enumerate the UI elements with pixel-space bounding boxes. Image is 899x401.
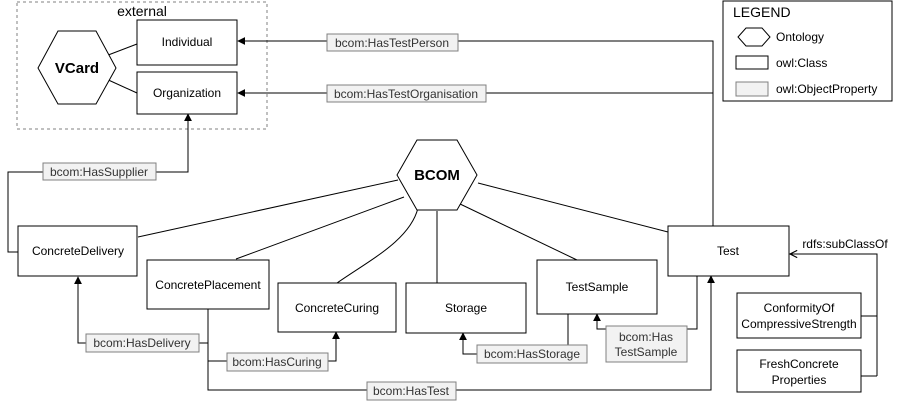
test-class-node[interactable] — [667, 225, 790, 277]
hastestorganisation-label: bcom:HasTestOrganisation — [334, 87, 478, 101]
edge-bcom-concretedelivery — [137, 179, 399, 238]
freshconcrete-label-line2: Properties — [772, 373, 827, 387]
edge-subclassof — [790, 254, 878, 376]
edge-bcom-testsample — [457, 202, 578, 261]
bcom-ontology-node[interactable] — [396, 139, 478, 211]
vcard-ontology-node[interactable] — [37, 30, 117, 105]
concretecuring-label: ConcreteCuring — [295, 301, 379, 315]
legend-hexagon-icon — [737, 27, 771, 47]
edge-hassupplier — [7, 113, 192, 253]
edge-bcom-test — [477, 182, 669, 233]
hasdelivery-label: bcom:HasDelivery — [93, 336, 190, 350]
hascuring-label: bcom:HasCuring — [232, 355, 321, 369]
vcard-label: VCard — [55, 60, 99, 77]
hascuring-property-box[interactable] — [226, 352, 329, 372]
legend-title: LEGEND — [733, 4, 791, 20]
concreteplacement-class-node[interactable] — [146, 259, 270, 310]
concretecuring-class-node[interactable] — [277, 282, 397, 333]
legend-class-label: owl:Class — [776, 56, 827, 70]
hastestperson-label: bcom:HasTestPerson — [335, 36, 449, 50]
legend-class-icon — [735, 55, 769, 70]
edge-hastest — [207, 275, 715, 391]
subclassof-label: rdfs:subClassOf — [802, 237, 888, 251]
freshconcrete-label-line1: FreshConcrete — [759, 357, 839, 371]
organization-label: Organization — [153, 86, 221, 100]
hasdelivery-property-box[interactable] — [85, 333, 200, 353]
test-label: Test — [717, 244, 740, 258]
hassupplier-property-box[interactable] — [42, 162, 157, 181]
hassupplier-label: bcom:HasSupplier — [50, 165, 148, 179]
concretedelivery-label: ConcreteDelivery — [32, 244, 124, 258]
hasstorage-label: bcom:HasStorage — [484, 347, 580, 361]
hastestperson-property-box[interactable] — [326, 33, 459, 52]
edge-bcom-concretecuring — [336, 207, 419, 284]
organization-class-node[interactable] — [136, 71, 238, 115]
conformity-class-node[interactable] — [736, 292, 862, 339]
conformity-label-line2: CompressiveStrength — [741, 317, 856, 331]
hastestsample-label-line2: TestSample — [615, 345, 678, 359]
hasstorage-property-box[interactable] — [476, 344, 588, 364]
subclassof-label-bg — [798, 237, 890, 251]
bcom-label: BCOM — [414, 167, 460, 184]
external-group — [16, 1, 268, 130]
individual-class-node[interactable] — [136, 19, 238, 66]
legend-property-label: owl:ObjectProperty — [776, 82, 877, 96]
hastestsample-label-line1: bcom:Has — [619, 330, 673, 344]
storage-label: Storage — [445, 301, 487, 315]
legend: LEGEND Ontology owl:Class owl:ObjectProp… — [722, 0, 893, 102]
storage-class-node[interactable] — [405, 282, 527, 334]
edge-hastestperson — [237, 37, 714, 226]
external-label: external — [117, 3, 167, 19]
freshconcrete-class-node[interactable] — [736, 349, 862, 393]
hastestsample-property-box[interactable] — [605, 325, 688, 363]
concreteplacement-label: ConcretePlacement — [155, 278, 261, 292]
hastest-label: bcom:HasTest — [373, 384, 450, 398]
hastestorganisation-property-box[interactable] — [326, 84, 487, 103]
testsample-label: TestSample — [566, 280, 629, 294]
individual-label: Individual — [162, 35, 213, 49]
testsample-class-node[interactable] — [536, 259, 658, 315]
legend-property-icon — [735, 81, 769, 97]
edge-bcom-concreteplacement — [235, 196, 405, 260]
hastest-property-box[interactable] — [366, 381, 457, 401]
legend-ontology-label: Ontology — [776, 30, 824, 44]
conformity-label-line1: ConformityOf — [764, 301, 835, 315]
concretedelivery-class-node[interactable] — [17, 225, 138, 277]
